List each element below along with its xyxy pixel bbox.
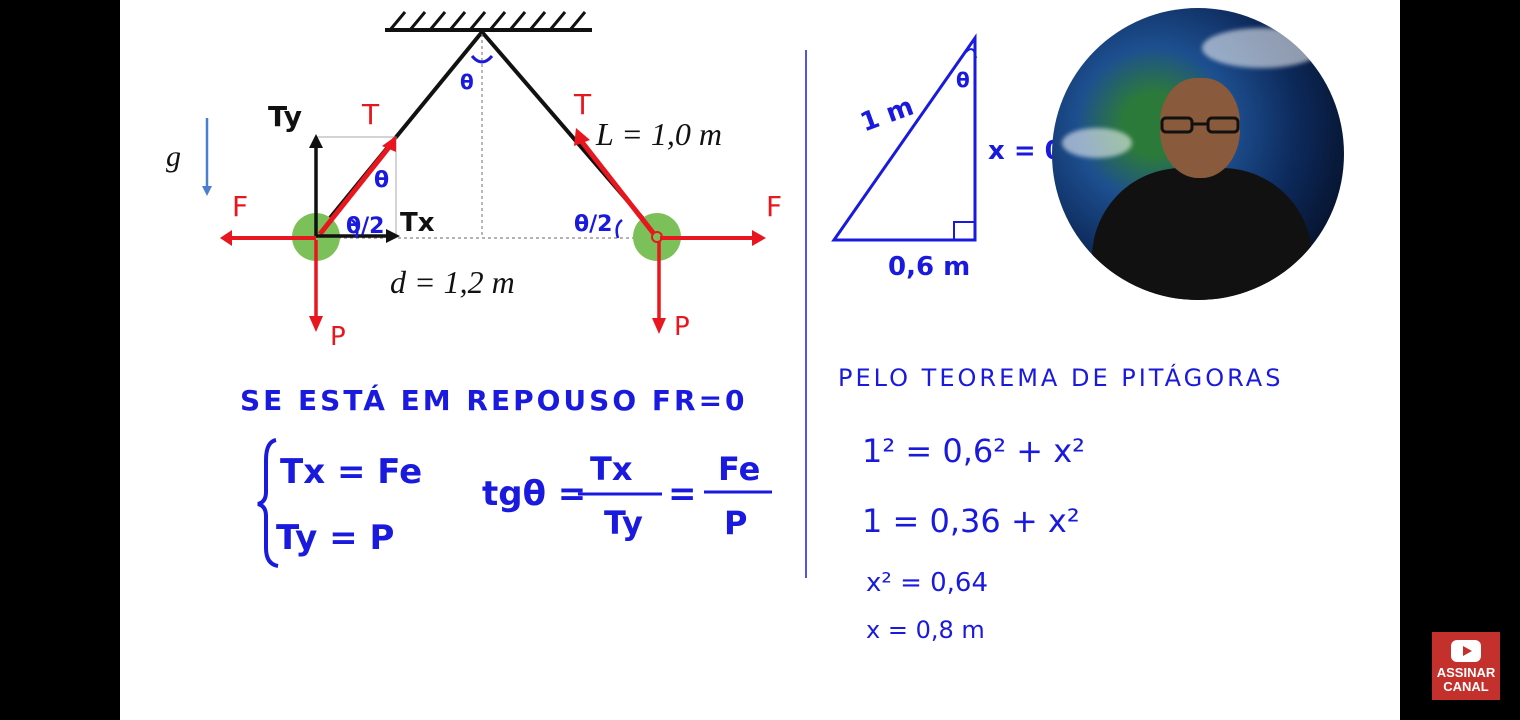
system-brace (257, 438, 279, 568)
tx-label: Tx (400, 208, 435, 238)
presenter-webcam (1052, 8, 1344, 300)
system-ty-equation: Ty = P (276, 518, 395, 558)
right-triangle (831, 33, 977, 242)
left-theta-label: θ (374, 168, 390, 193)
right-tension-label: T (574, 88, 592, 121)
subscribe-button[interactable]: ASSINAR CANAL (1432, 632, 1500, 700)
tangent-label: tgθ = (482, 474, 587, 514)
tangent-equals: = (668, 474, 697, 514)
tangent-denominator-p: P (724, 504, 748, 542)
gravity-label: g⃗ (166, 140, 205, 173)
triangle-angle-label: θ (956, 68, 970, 92)
pythagoras-line-2: 1 = 0,36 + x² (862, 502, 1080, 540)
triangle-base-label: 0,6 m (888, 252, 971, 282)
pythagoras-line-3: x² = 0,64 (866, 568, 989, 598)
presenter-head (1160, 78, 1240, 178)
ty-label: Ty (268, 100, 303, 133)
right-weight-label: P (674, 312, 690, 342)
whiteboard-canvas: g⃗ Ty T θ θ F θ/2 Tx P T L = 1,0 m θ/2 F… (120, 0, 1400, 720)
pythagoras-line-1: 1² = 0,6² + x² (862, 432, 1085, 470)
tangent-numerator-tx: Tx (590, 450, 633, 488)
youtube-play-icon (1451, 640, 1481, 662)
diagram-layer (202, 11, 977, 578)
system-tx-equation: Tx = Fe (280, 452, 423, 492)
presenter-shirt (1092, 168, 1312, 300)
subscribe-label-line-2: CANAL (1443, 679, 1489, 694)
right-half-theta-label: θ/2 (574, 212, 613, 237)
left-tension-arrow (318, 144, 392, 236)
left-weight-label: P (330, 322, 346, 352)
ceiling-support (385, 11, 592, 32)
glasses-icon (1160, 116, 1240, 134)
top-theta-label: θ (460, 70, 474, 94)
subscribe-label-line-1: ASSINAR (1436, 665, 1496, 680)
right-tension-arrow (580, 140, 656, 236)
pythagoras-title: PELO TEOREMA DE PITÁGORAS (838, 364, 1284, 392)
left-half-theta-label: θ/2 (346, 214, 385, 239)
pythagoras-line-4: x = 0,8 m (866, 616, 985, 644)
tangent-denominator-ty: Ty (604, 504, 643, 542)
left-force-label: F (232, 190, 249, 223)
right-force-label: F (766, 190, 783, 223)
length-label: L = 1,0 m (596, 116, 722, 152)
distance-label: d = 1,2 m (390, 264, 515, 300)
triangle-height-label: x = 0 (988, 136, 1063, 166)
left-tension-label: T (362, 98, 380, 131)
tangent-numerator-fe: Fe (718, 450, 761, 488)
rest-condition-text: SE ESTÁ EM REPOUSO FR=0 (240, 384, 748, 417)
